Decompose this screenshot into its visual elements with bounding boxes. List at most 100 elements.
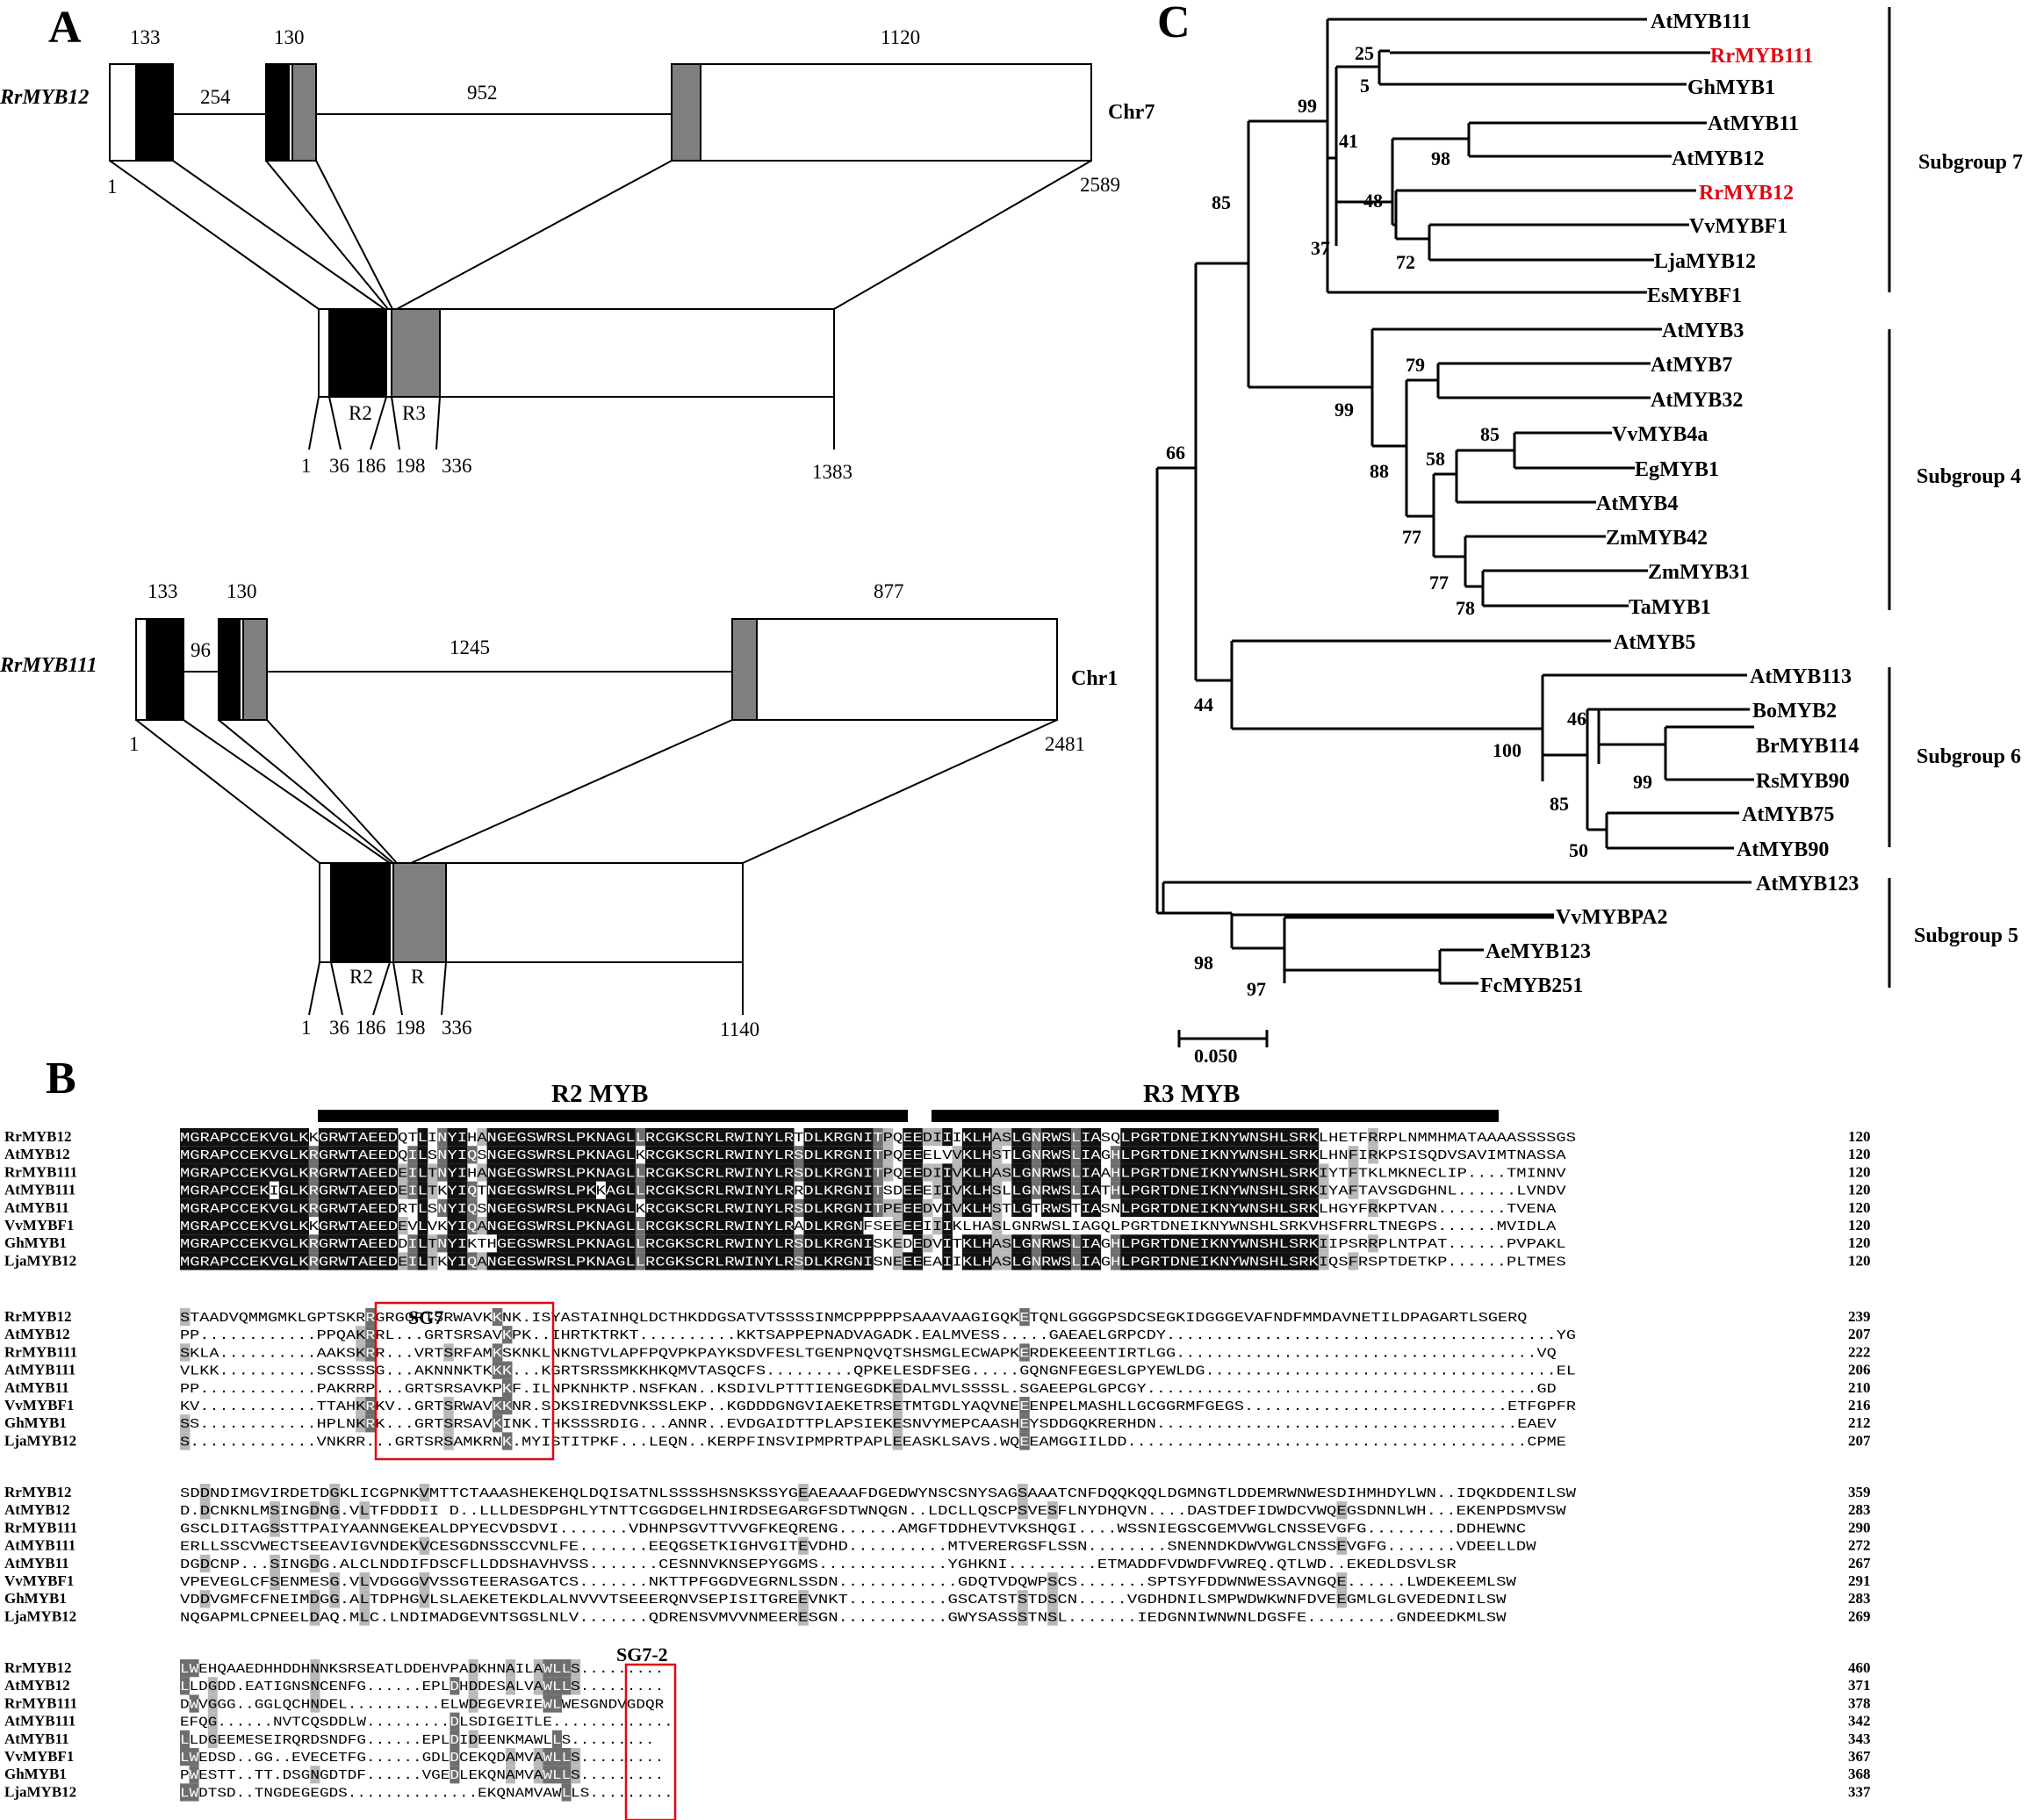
sequence-end-position: 378: [1848, 1694, 1871, 1711]
protein-tick: 36: [329, 1017, 349, 1039]
subgroup-labels: Subgroup 7 Subgroup 4 Subgroup 6 Subgrou…: [1914, 151, 2023, 947]
alignment-shade: [328, 1163, 339, 1182]
alignment-shade: [586, 1234, 597, 1253]
alignment-shade: [190, 1128, 200, 1147]
domain-r-label: R: [411, 966, 425, 988]
alignment-shade: [496, 1217, 507, 1235]
alignment-shade: [665, 1181, 676, 1199]
bootstrap-value: 72: [1396, 251, 1415, 273]
alignment-shade: [417, 1217, 428, 1235]
alignment-shade: [1018, 1484, 1028, 1502]
alignment-shade: [561, 1783, 572, 1802]
alignment-shade: [1298, 1198, 1309, 1217]
alignment-shade: [507, 1128, 517, 1147]
alignment-shade: [704, 1217, 716, 1235]
alignment-shade: [1336, 1590, 1348, 1608]
alignment-shade: [576, 1163, 586, 1182]
alignment-shade: [833, 1252, 844, 1270]
alignment-shade: [1199, 1252, 1211, 1270]
alignment-shade: [655, 1217, 665, 1235]
bootstrap-value: 66: [1166, 442, 1185, 464]
exon3-length: 877: [874, 580, 904, 602]
alignment-shade: [477, 1217, 487, 1235]
alignment-shade: [387, 1198, 399, 1217]
alignment-shade: [308, 1198, 320, 1217]
alignment-shade: [1219, 1252, 1230, 1270]
alignment-shade: [892, 1217, 903, 1235]
alignment-shade: [1019, 1414, 1030, 1433]
alignment-shade: [605, 1198, 616, 1217]
alignment-shade: [694, 1217, 706, 1235]
alignment-shade: [744, 1252, 755, 1270]
alignment-shade: [615, 1198, 626, 1217]
alignment-shade: [803, 1198, 815, 1217]
alignment-shade: [694, 1146, 706, 1164]
alignment-shade: [1179, 1163, 1191, 1182]
alignment-shade: [407, 1252, 419, 1270]
alignment-shade: [903, 1128, 913, 1147]
sequence-name: GhMYB1: [4, 1590, 67, 1607]
tick-line: [392, 961, 403, 1016]
alignment-shade: [526, 1181, 537, 1199]
alignment-shade: [407, 1146, 419, 1164]
tick-line: [330, 961, 343, 1016]
alignment-shade: [1001, 1163, 1012, 1182]
alignment-shade: [496, 1181, 507, 1199]
alignment-shade: [546, 1217, 557, 1235]
alignment-shade: [783, 1163, 795, 1182]
alignment-shade: [655, 1252, 665, 1270]
alignment-shade: [803, 1128, 815, 1147]
alignment-shade: [457, 1198, 468, 1217]
alignment-shade: [356, 1414, 366, 1433]
alignment-shade: [972, 1128, 982, 1147]
alignment-shade: [982, 1198, 993, 1217]
alignment-shade: [694, 1252, 706, 1270]
alignment-shade: [1041, 1146, 1052, 1164]
protein-tick: 198: [395, 455, 426, 477]
alignment-shade: [1160, 1146, 1171, 1164]
alignment-shade: [1248, 1252, 1260, 1270]
sequence-name: RrMYB111: [4, 1694, 77, 1711]
sequence-end-position: 120: [1848, 1199, 1871, 1216]
sequence-name: AtMYB111: [4, 1362, 76, 1378]
alignment-shade: [1031, 1163, 1042, 1182]
alignment-shade: [1130, 1128, 1141, 1147]
alignment-shade: [843, 1234, 854, 1253]
alignment-shade: [892, 1198, 903, 1217]
alignment-shade: [278, 1181, 290, 1199]
alignment-shade: [843, 1198, 854, 1217]
sequence-name: AtMYB111: [4, 1713, 76, 1730]
alignment-shade: [1308, 1234, 1320, 1253]
alignment-shade: [1041, 1163, 1052, 1182]
alignment-shade: [180, 1343, 191, 1362]
alignment-shade: [714, 1252, 725, 1270]
leaf-label: TaMYB1: [1629, 596, 1711, 619]
alignment-shade: [1259, 1181, 1270, 1199]
alignment-shade: [882, 1198, 894, 1217]
bootstrap-value: 78: [1456, 597, 1475, 619]
alignment-shade: [199, 1252, 211, 1270]
alignment-shade: [903, 1198, 913, 1217]
alignment-shade: [189, 1766, 199, 1784]
sequence-end-position: 290: [1848, 1519, 1871, 1536]
alignment-shade: [329, 1590, 341, 1608]
leaf-label-highlighted: RrMYB111: [1710, 45, 1813, 68]
sequence-end-position: 283: [1848, 1590, 1871, 1607]
alignment-shade: [239, 1128, 250, 1147]
alignment-shade: [199, 1128, 211, 1147]
leaf-label: AtMYB3: [1662, 320, 1744, 342]
alignment-shade: [823, 1252, 834, 1270]
alignment-shade: [1021, 1198, 1032, 1217]
alignment-shade: [299, 1181, 309, 1199]
alignment-shade: [1269, 1234, 1280, 1253]
alignment-shade: [278, 1217, 290, 1235]
alignment-shade: [190, 1217, 200, 1235]
alignment-shade: [1061, 1198, 1072, 1217]
leaf-label: AtMYB32: [1651, 389, 1743, 412]
alignment-shade: [357, 1146, 369, 1164]
alignment-shade: [704, 1198, 716, 1217]
